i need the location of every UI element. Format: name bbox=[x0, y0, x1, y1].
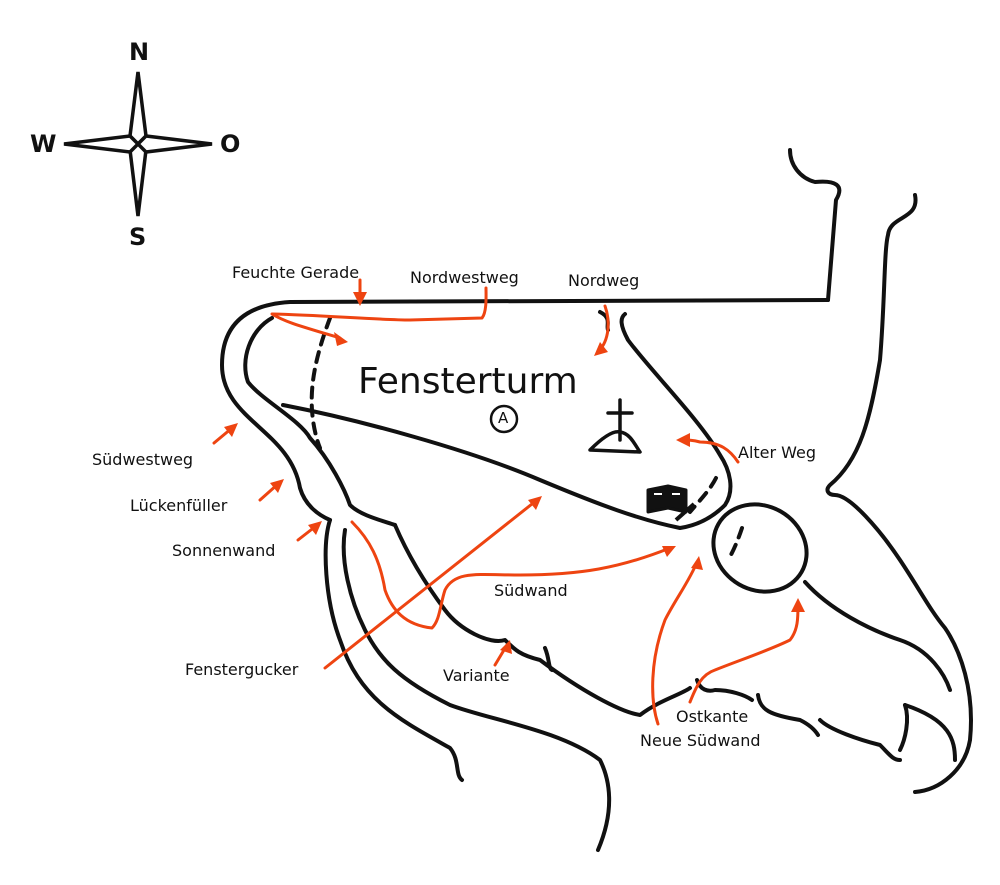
compass-south-label: S bbox=[129, 223, 147, 251]
summit-marker-circle bbox=[489, 404, 519, 434]
south-base bbox=[323, 518, 464, 782]
route-suedwand bbox=[350, 520, 672, 630]
route-fenstergucker bbox=[323, 498, 539, 670]
west-gully-dashed bbox=[309, 316, 332, 450]
east-rock bbox=[788, 148, 842, 302]
route-label-sonnenwand: Sonnenwand bbox=[172, 541, 276, 560]
compass-rose-icon bbox=[63, 71, 213, 217]
boulder-gully-dashed bbox=[726, 526, 744, 562]
route-label-lueckenfueller: Lückenfüller bbox=[130, 496, 228, 515]
route-label-nordwestweg: Nordwestweg bbox=[410, 268, 519, 287]
route-label-neue-suedwand: Neue Südwand bbox=[640, 731, 761, 750]
compass-west-label: W bbox=[30, 130, 57, 158]
route-label-variante: Variante bbox=[443, 666, 510, 685]
arrow-ostkante bbox=[791, 598, 805, 612]
route-label-feuchte-gerade: Feuchte Gerade bbox=[232, 263, 360, 282]
tower-ridge bbox=[281, 312, 733, 530]
arrow-feuchte-gerade bbox=[353, 292, 367, 306]
route-neue-suedwand bbox=[651, 560, 699, 726]
summit-cross-icon bbox=[588, 398, 642, 454]
arrow-alter-weg bbox=[676, 433, 690, 447]
summit-marker-label: A bbox=[498, 409, 509, 427]
route-label-nordweg: Nordweg bbox=[568, 271, 640, 290]
east-formation bbox=[825, 193, 973, 794]
route-label-suedwand: Südwand bbox=[494, 581, 568, 600]
south-wall-line bbox=[393, 523, 692, 717]
route-label-suedwestweg: Südwestweg bbox=[92, 450, 194, 469]
arrow-sonnenwand bbox=[308, 521, 322, 535]
east-lower bbox=[803, 580, 952, 692]
compass-north-label: N bbox=[129, 38, 150, 66]
route-label-alter-weg: Alter Weg bbox=[738, 443, 817, 462]
route-label-ostkante: Ostkante bbox=[676, 707, 749, 726]
route-nordwestweg bbox=[270, 286, 488, 340]
step-1 bbox=[543, 646, 554, 672]
arrow-fenstergucker bbox=[528, 496, 542, 510]
arrow-suedwand bbox=[662, 546, 676, 557]
step-4 bbox=[818, 718, 902, 762]
step-3 bbox=[756, 693, 820, 737]
south-base-inner bbox=[341, 528, 612, 852]
route-ostkante bbox=[688, 603, 800, 704]
step-5 bbox=[898, 703, 910, 752]
arrow-neue-suedwand bbox=[691, 556, 703, 570]
compass-east-label: O bbox=[220, 130, 241, 158]
south-rock-right bbox=[903, 703, 957, 762]
arrow-variante bbox=[500, 640, 512, 654]
arrow-lueckenfueller bbox=[270, 479, 284, 493]
tower-inner-face bbox=[243, 316, 397, 527]
summit-book-icon bbox=[646, 484, 696, 522]
step-2 bbox=[695, 678, 754, 702]
east-gully-dashed bbox=[688, 476, 718, 514]
tower-outline bbox=[220, 298, 830, 522]
route-label-fenstergucker: Fenstergucker bbox=[185, 660, 299, 679]
tower-title: Fensterturm bbox=[358, 361, 578, 402]
arrow-suedwestweg bbox=[224, 423, 238, 437]
east-boulder bbox=[711, 502, 809, 594]
arrow-nordweg bbox=[594, 342, 608, 356]
arrow-nordwestweg bbox=[334, 332, 348, 346]
